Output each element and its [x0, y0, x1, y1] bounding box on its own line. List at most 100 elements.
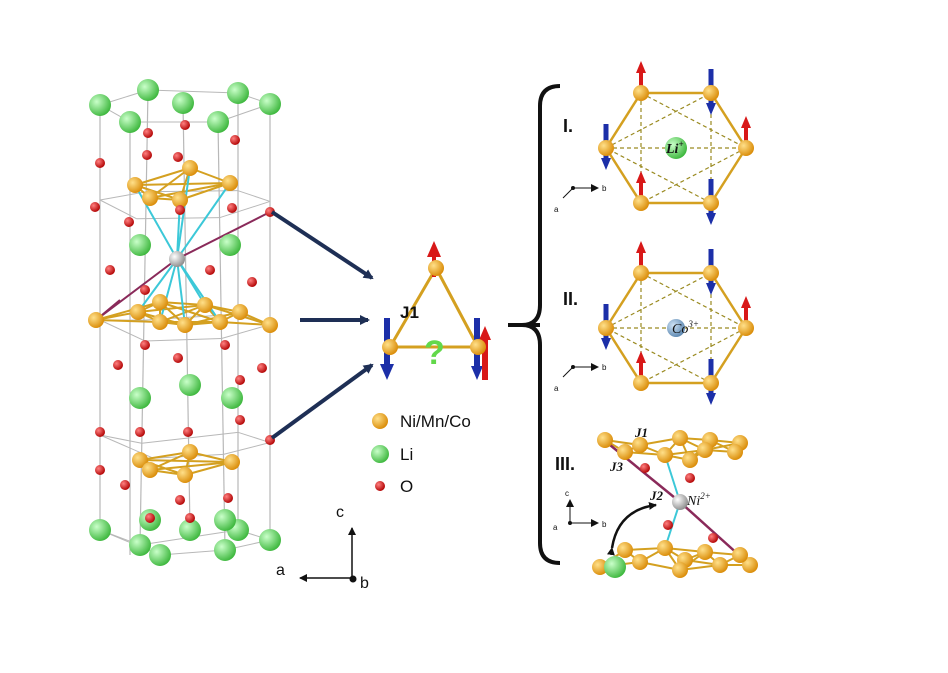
panel-ii-axes: b a — [554, 363, 607, 393]
pointer-arrow-bottom — [270, 363, 374, 440]
panel-iii-axes: c b a — [553, 489, 607, 532]
tm-atom — [197, 297, 213, 313]
cell-ring-edge — [99, 199, 137, 220]
panel-i-hex-bond — [604, 147, 643, 204]
tm-atom — [212, 314, 228, 330]
li-atom — [179, 374, 201, 396]
li-atom — [259, 529, 281, 551]
panel-iii-roman: III. — [555, 454, 575, 474]
panel-ii-tm-atom — [703, 375, 719, 391]
panel-i-hex-bond — [709, 92, 748, 149]
question-mark: ? — [424, 334, 445, 372]
pointer-arrows — [270, 210, 374, 440]
cell-ring-edge — [147, 89, 239, 94]
panel-iii-center-ion — [672, 494, 688, 510]
oxygen-atom — [183, 427, 193, 437]
pointer-arrow-top — [270, 210, 374, 280]
legend: Ni/Mn/Co Li O — [371, 412, 471, 496]
tm-atom-top — [428, 260, 444, 276]
li-atom — [219, 234, 241, 256]
li-atom — [172, 92, 194, 114]
panel-iii-tm-atom — [742, 557, 758, 573]
li-atom — [129, 534, 151, 556]
panel-i-dashed-bond — [640, 147, 747, 204]
panel-iii-tm-atom — [672, 562, 688, 578]
panel-ii-spin-up-arrow — [636, 241, 646, 271]
panel-i-hex-bond — [709, 147, 748, 204]
tm-atom — [177, 467, 193, 483]
cell-ring-edge — [141, 431, 239, 444]
cyan-bond — [176, 258, 221, 323]
panel-i-hex-bond — [604, 92, 643, 149]
panel-ii-tm-atom — [633, 375, 649, 391]
tm-bond — [179, 182, 231, 201]
oxygen-atom — [143, 128, 153, 138]
oxygen-atom — [223, 493, 233, 503]
oxygen-atom — [227, 203, 237, 213]
oxygen-atom — [135, 427, 145, 437]
panel-ii-tm-atom — [633, 265, 649, 281]
tm-bond — [184, 461, 233, 476]
tm-bond — [95, 319, 161, 323]
panel-i — [598, 61, 754, 225]
legend-li-swatch — [371, 445, 389, 463]
cyan-bond — [176, 258, 186, 326]
panel-ii-axis-b: b — [602, 363, 607, 372]
tm-bond — [139, 451, 191, 461]
li-atom — [207, 111, 229, 133]
cell-edge — [217, 121, 226, 551]
panel-ii-ion-label: Co3+ — [672, 319, 699, 337]
panel-iii-axis-b: b — [602, 520, 607, 529]
tm-bond — [219, 321, 271, 326]
panel-i-tm-atom — [598, 140, 614, 156]
panel-iii-j3-label: J3 — [609, 459, 624, 474]
panel-i-tm-atom — [703, 195, 719, 211]
panel-ii-spin-up-arrow — [741, 296, 751, 326]
tm-atom — [224, 454, 240, 470]
panel-iii — [592, 430, 758, 578]
panel-i-axis-a: a — [554, 205, 559, 214]
oxygen-atom — [95, 427, 105, 437]
legend-tm-label: Ni/Mn/Co — [400, 412, 471, 431]
panel-iii-oxygen-atom — [640, 463, 650, 473]
li-atom — [129, 234, 151, 256]
oxygen-atom — [257, 363, 267, 373]
cyan-bond — [134, 184, 178, 260]
cell-ring-edge — [99, 434, 142, 444]
tm-bond — [149, 461, 233, 471]
panel-iii-oxygen-atom — [663, 520, 673, 530]
panel-i-tm-atom — [738, 140, 754, 156]
panel-ii-hex-bond — [709, 272, 748, 329]
panel-iii-tm-atom — [682, 452, 698, 468]
li-atom — [227, 82, 249, 104]
oxygen-atom — [175, 205, 185, 215]
tm-bond — [95, 301, 161, 321]
tm-atom — [152, 314, 168, 330]
cell-ring-edge — [99, 319, 146, 342]
li-atom — [89, 519, 111, 541]
panel-i-tm-atom — [633, 195, 649, 211]
tm-atom — [132, 452, 148, 468]
oxygen-atom — [140, 340, 150, 350]
tm-atom — [130, 304, 146, 320]
panel-ii-tm-atom — [598, 320, 614, 336]
panel-iii-tm-atom — [727, 444, 743, 460]
tm-atom-right — [470, 339, 486, 355]
oxygen-atom — [124, 217, 134, 227]
panel-iii-tm-atom — [657, 447, 673, 463]
panel-i-spin-up-arrow — [636, 171, 646, 201]
li-atom — [179, 519, 201, 541]
cell-ring-edge — [223, 442, 271, 455]
panel-iii-tm-atom — [672, 430, 688, 446]
cell-ring-edge — [237, 190, 271, 202]
legend-tm-swatch — [372, 413, 388, 429]
tm-atom — [177, 317, 193, 333]
tm-bond — [159, 304, 206, 323]
tm-bond — [149, 182, 231, 199]
panel-iii-tm-atom — [697, 442, 713, 458]
li-atom — [214, 539, 236, 561]
panel-ii-tm-atom — [738, 320, 754, 336]
cyan-bond — [137, 258, 178, 313]
cell-ring-edge — [237, 431, 271, 444]
cell-ring-edge — [219, 200, 271, 219]
